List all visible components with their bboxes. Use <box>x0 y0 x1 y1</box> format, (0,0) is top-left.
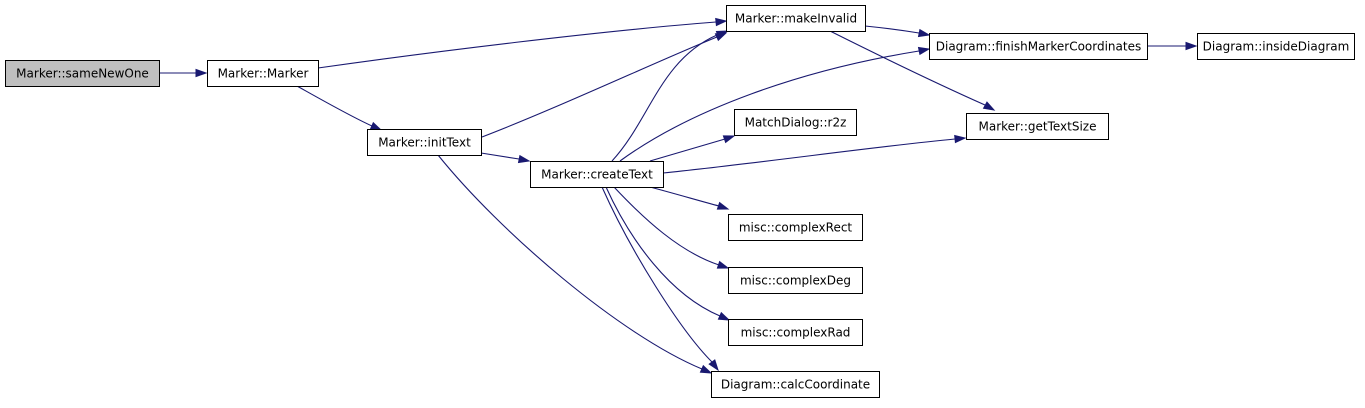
node-label: MatchDialog::r2z <box>745 116 847 130</box>
edge-arrowhead <box>699 364 713 374</box>
node-box[interactable] <box>728 267 863 294</box>
node-label: Diagram::finishMarkerCoordinates <box>936 40 1141 54</box>
edge-createText-to-complexDeg <box>613 186 730 269</box>
edge-arrowhead <box>954 134 967 144</box>
edge-createText-to-finishMarkerCoordinates <box>619 46 931 162</box>
edge-arrowhead <box>716 201 730 210</box>
node-complexRect[interactable]: misc::complexRect <box>728 214 863 241</box>
edge-line <box>619 50 920 162</box>
edge-marker-to-initText <box>296 85 383 131</box>
node-label: misc::complexRect <box>739 221 853 235</box>
edge-createText-to-complexRect <box>649 186 730 210</box>
node-label: Marker::getTextSize <box>979 120 1097 134</box>
edge-line <box>613 186 720 266</box>
node-initText[interactable]: Marker::initText <box>367 129 482 156</box>
node-box[interactable] <box>966 113 1109 140</box>
edge-line <box>662 138 956 174</box>
edge-marker-to-makeInvalid <box>317 17 728 69</box>
edge-initText-to-makeInvalid <box>481 32 728 138</box>
node-box[interactable] <box>207 60 319 87</box>
node-label: Diagram::insideDiagram <box>1203 40 1350 54</box>
node-label: Diagram::calcCoordinate <box>721 378 870 392</box>
edge-createText-to-r2z <box>649 135 736 162</box>
node-box[interactable] <box>1197 33 1355 60</box>
node-label: misc::complexDeg <box>740 274 851 288</box>
edge-line <box>864 25 920 34</box>
edges-layer <box>159 17 1198 374</box>
edge-line <box>601 186 713 363</box>
node-box[interactable] <box>367 129 482 156</box>
edge-line <box>481 36 718 138</box>
edge-arrowhead <box>369 121 383 131</box>
node-sameNewOne[interactable]: Marker::sameNewOne <box>5 60 160 87</box>
edge-arrowhead <box>722 135 736 144</box>
node-calcCoordinate[interactable]: Diagram::calcCoordinate <box>711 371 880 398</box>
node-box[interactable] <box>734 109 857 136</box>
edge-line <box>829 30 986 106</box>
edge-line <box>605 186 721 317</box>
node-marker[interactable]: Marker::Marker <box>207 60 319 87</box>
edge-createText-to-complexRad <box>605 186 731 321</box>
node-box[interactable] <box>728 214 863 241</box>
node-getTextSize[interactable]: Marker::getTextSize <box>966 113 1109 140</box>
node-box[interactable] <box>728 319 863 346</box>
edge-arrowhead <box>517 154 531 164</box>
node-r2z[interactable]: MatchDialog::r2z <box>734 109 857 136</box>
edge-finishMarkerCoordinates-to-insideDiagram <box>1147 41 1198 51</box>
edge-arrowhead <box>195 68 208 78</box>
node-box[interactable] <box>711 371 880 398</box>
node-box[interactable] <box>530 161 664 188</box>
node-label: Marker::sameNewOne <box>16 67 149 81</box>
edge-line <box>296 85 373 127</box>
edge-initText-to-createText <box>480 152 531 164</box>
node-complexDeg[interactable]: misc::complexDeg <box>728 267 863 294</box>
edge-makeInvalid-to-finishMarkerCoordinates <box>864 25 931 38</box>
edge-arrowhead <box>715 30 729 39</box>
node-makeInvalid[interactable]: Marker::makeInvalid <box>726 5 866 32</box>
edge-initText-to-calcCoordinate <box>437 154 713 374</box>
edge-arrowhead <box>917 46 931 56</box>
edge-createText-to-makeInvalid <box>611 30 729 162</box>
node-label: misc::complexRad <box>741 326 851 340</box>
node-box[interactable] <box>929 33 1148 60</box>
node-createText[interactable]: Marker::createText <box>530 161 664 188</box>
edge-sameNewOne-to-marker <box>159 68 208 78</box>
edge-arrowhead <box>1185 41 1198 51</box>
edge-createText-to-getTextSize <box>662 134 967 174</box>
node-finishMarkerCoordinates[interactable]: Diagram::finishMarkerCoordinates <box>929 33 1148 60</box>
node-insideDiagram[interactable]: Diagram::insideDiagram <box>1197 33 1355 60</box>
edge-createText-to-calcCoordinate <box>601 186 719 372</box>
edge-line <box>437 154 703 370</box>
edge-arrowhead <box>715 17 728 27</box>
node-label: Marker::createText <box>541 168 653 182</box>
edge-arrowhead <box>982 101 996 111</box>
node-label: Marker::Marker <box>218 67 309 81</box>
node-complexRad[interactable]: misc::complexRad <box>728 319 863 346</box>
edge-line <box>317 21 717 69</box>
edge-makeInvalid-to-getTextSize <box>829 30 996 111</box>
edge-line <box>611 34 718 162</box>
edge-line <box>480 152 520 160</box>
edge-arrowhead <box>708 359 719 372</box>
node-label: Marker::initText <box>378 136 471 150</box>
edge-arrowhead <box>717 311 731 321</box>
edge-arrowhead <box>716 260 730 269</box>
node-box[interactable] <box>5 60 160 87</box>
node-label: Marker::makeInvalid <box>735 12 857 26</box>
edge-line <box>649 186 720 207</box>
edge-line <box>649 138 726 162</box>
edge-arrowhead <box>917 28 931 38</box>
node-box[interactable] <box>726 5 866 32</box>
